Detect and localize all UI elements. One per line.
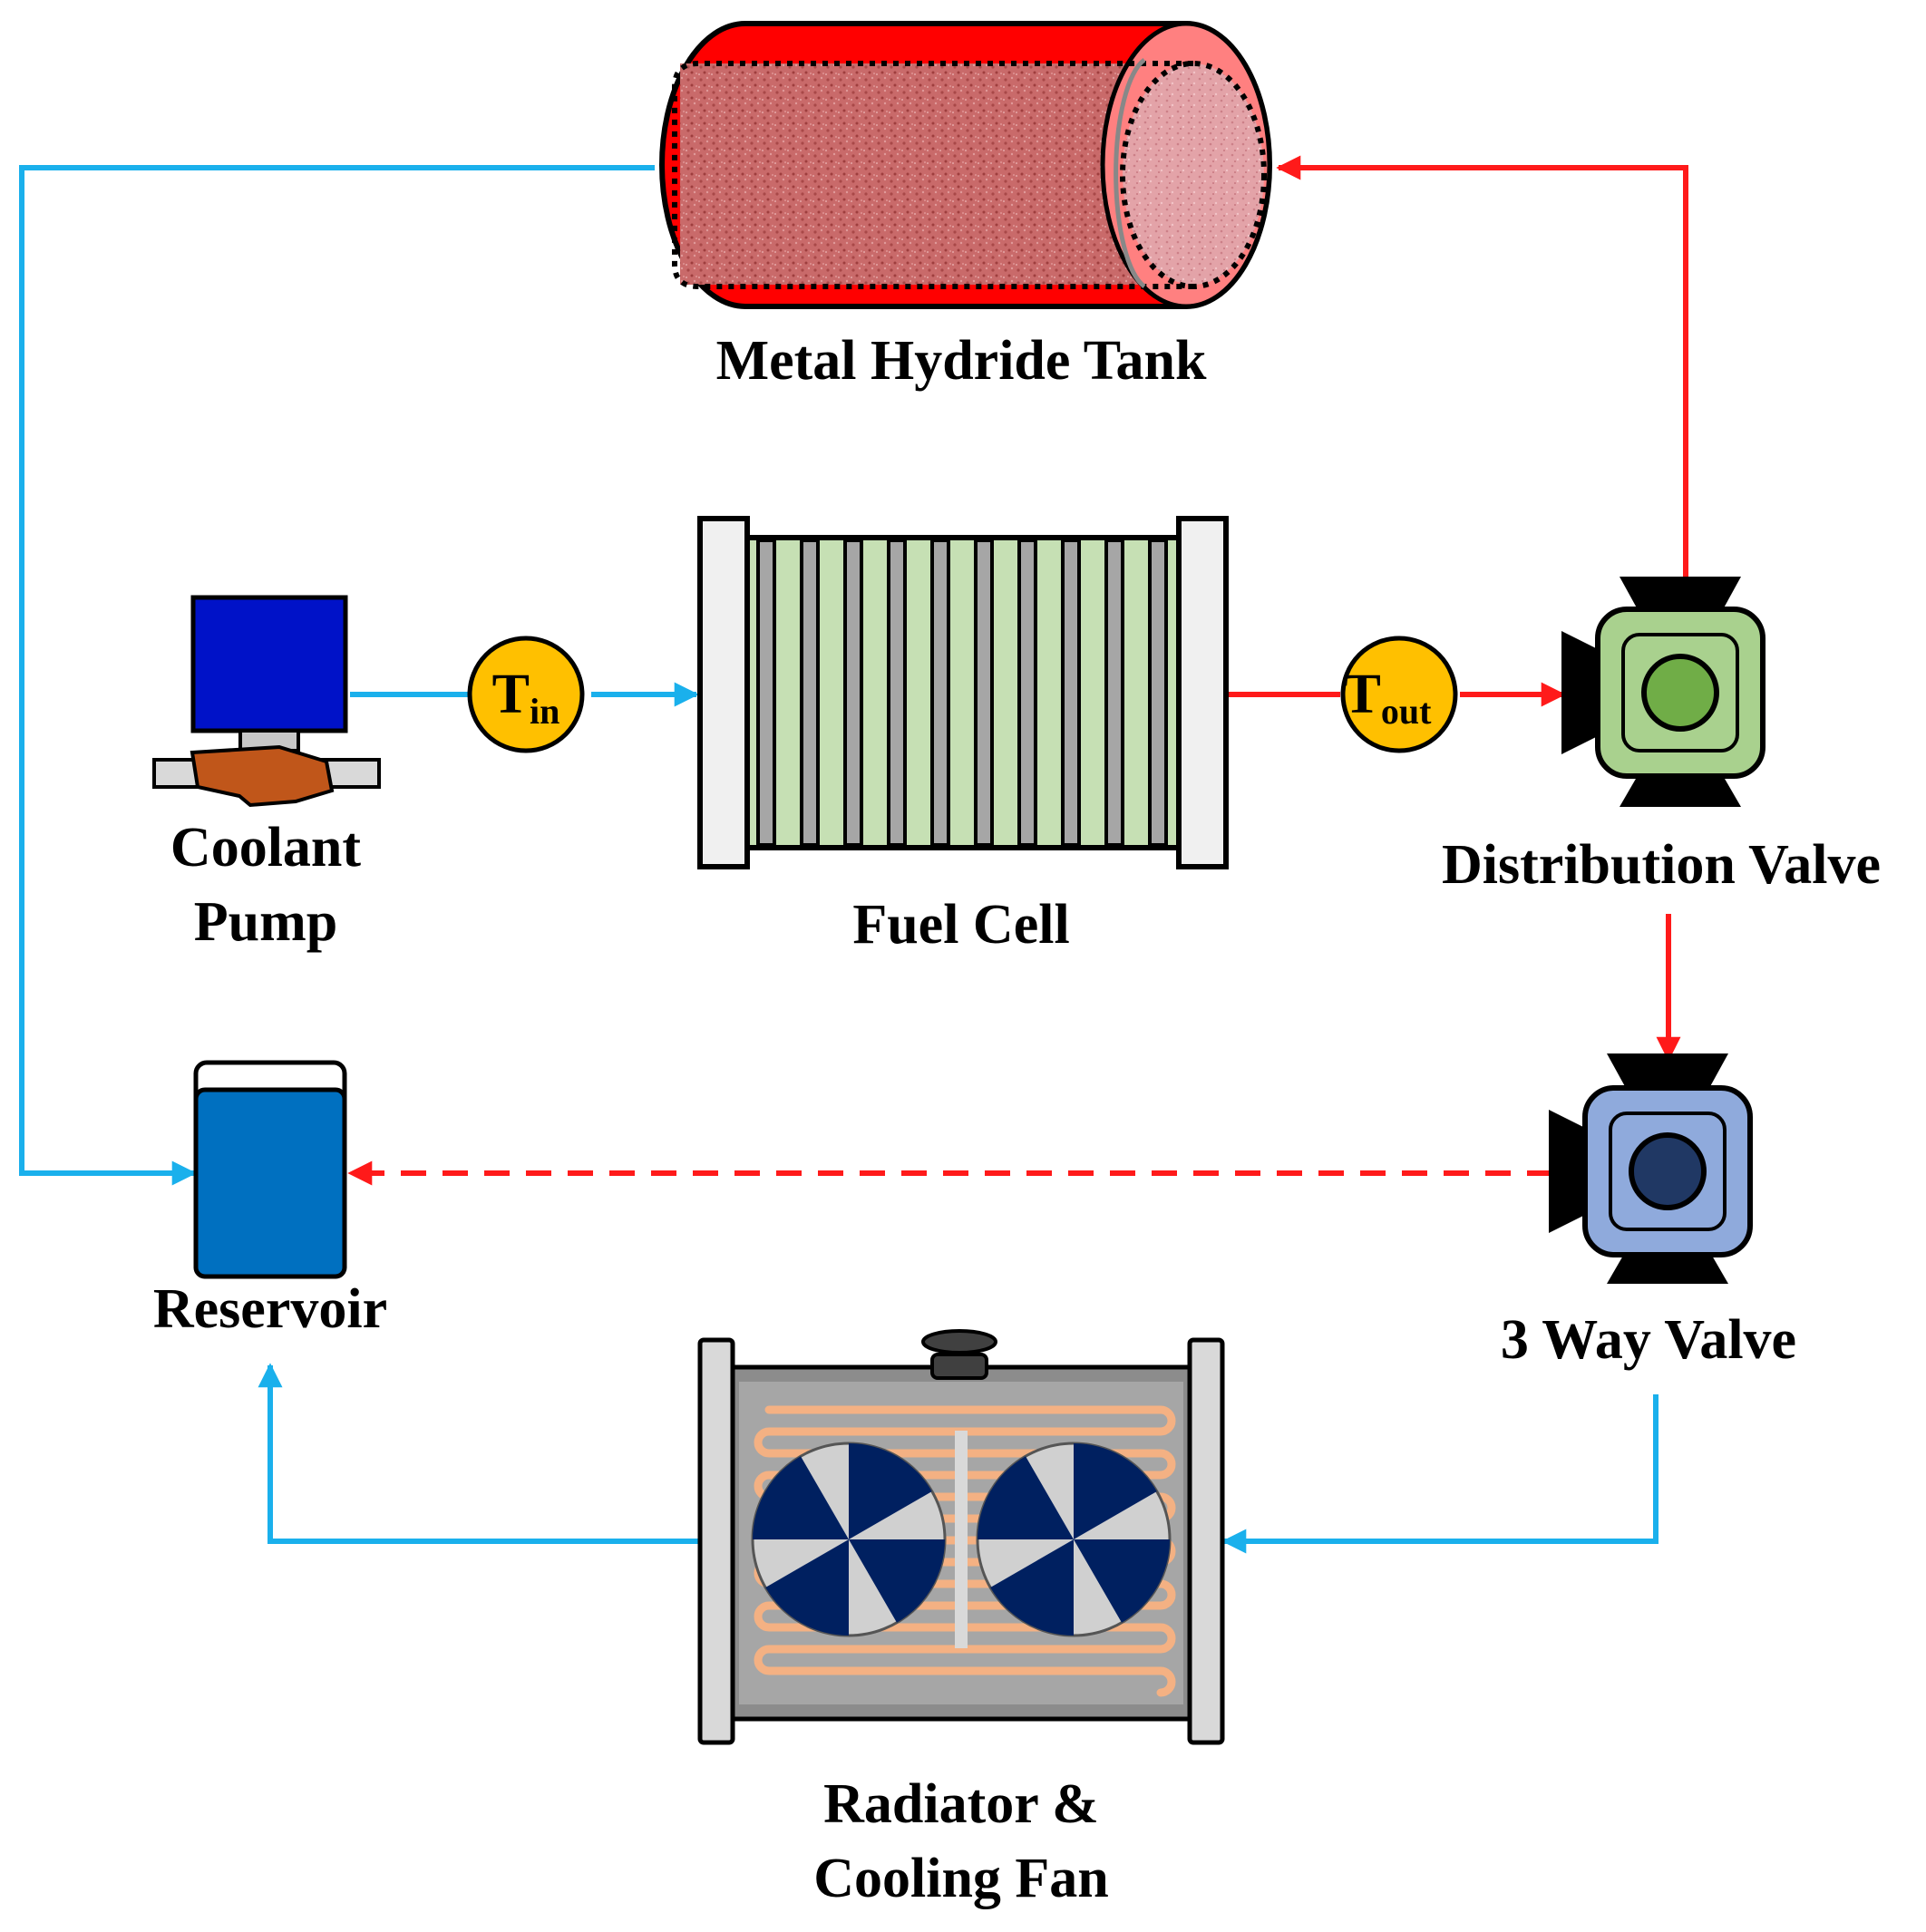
distribution-valve bbox=[1561, 577, 1766, 807]
fan-blade bbox=[1074, 1443, 1157, 1539]
radiator-cap bbox=[930, 1353, 988, 1380]
fuel-cell-separator bbox=[887, 539, 907, 847]
pump-motor bbox=[190, 595, 348, 733]
fuel-cell-separator bbox=[1061, 539, 1081, 847]
tank-label: Metal Hydride Tank bbox=[716, 330, 1207, 392]
fuel-cell bbox=[697, 516, 1229, 869]
fuel-cell-separator bbox=[1104, 539, 1124, 847]
metal-hydride-tank bbox=[659, 21, 1272, 309]
fan-blade bbox=[978, 1456, 1074, 1539]
t-in-sub: in bbox=[530, 691, 559, 732]
fuel-cell-separator bbox=[974, 539, 994, 847]
fuel-cell-separators bbox=[756, 539, 1168, 847]
fuel-cell-separator bbox=[1017, 539, 1037, 847]
coolant-pump bbox=[152, 595, 381, 808]
dist-valve-label: Distribution Valve bbox=[1442, 834, 1881, 896]
t-in-main: T bbox=[492, 664, 530, 725]
radiator-label-line2: Cooling Fan bbox=[813, 1848, 1109, 1909]
pump-label-line1: Coolant bbox=[170, 817, 361, 879]
pipe-3way-to-radiator bbox=[1221, 1394, 1658, 1554]
t-in-sensor: Tin bbox=[467, 636, 585, 753]
fuel-cell-label: Fuel Cell bbox=[852, 894, 1069, 956]
fuel-cell-separator bbox=[1148, 539, 1168, 847]
pipe-radiator-to-reservoir bbox=[258, 1363, 700, 1544]
fan-blade bbox=[765, 1539, 849, 1636]
fuel-cell-separator bbox=[843, 539, 863, 847]
reservoir-water bbox=[193, 1087, 347, 1279]
t-out-sub: out bbox=[1381, 691, 1432, 732]
dist-valve-core bbox=[1641, 654, 1719, 732]
three-way-valve-core bbox=[1629, 1132, 1707, 1210]
t-out-main: T bbox=[1344, 664, 1381, 725]
cooling-fan-right bbox=[976, 1442, 1172, 1637]
reservoir bbox=[193, 1060, 347, 1279]
cooling-fan-left bbox=[751, 1442, 947, 1637]
fuel-cell-separator bbox=[800, 539, 820, 847]
svg-text:Tout: Tout bbox=[1344, 664, 1433, 732]
reservoir-label: Reservoir bbox=[153, 1278, 387, 1340]
fan-blade bbox=[849, 1539, 945, 1623]
pump-label-line2: Pump bbox=[194, 891, 337, 953]
fan-blade bbox=[1074, 1539, 1170, 1623]
three-way-valve bbox=[1549, 1053, 1753, 1284]
three-way-valve-label: 3 Way Valve bbox=[1501, 1309, 1796, 1371]
fan-blade bbox=[753, 1456, 849, 1539]
fuel-cell-separator bbox=[756, 539, 776, 847]
fuel-cell-separator bbox=[930, 539, 950, 847]
pipe-tank-to-reservoir bbox=[19, 165, 655, 1186]
pipe-dist-valve-to-tank bbox=[1276, 155, 1688, 580]
t-out-sensor: Tout bbox=[1340, 636, 1458, 753]
radiator-label-line1: Radiator & bbox=[823, 1773, 1099, 1835]
svg-text:Tin: Tin bbox=[492, 664, 560, 732]
fan-blade bbox=[849, 1443, 932, 1539]
radiator bbox=[697, 1329, 1225, 1745]
radiator-coils bbox=[754, 1405, 1176, 1697]
fan-blade bbox=[990, 1539, 1074, 1636]
